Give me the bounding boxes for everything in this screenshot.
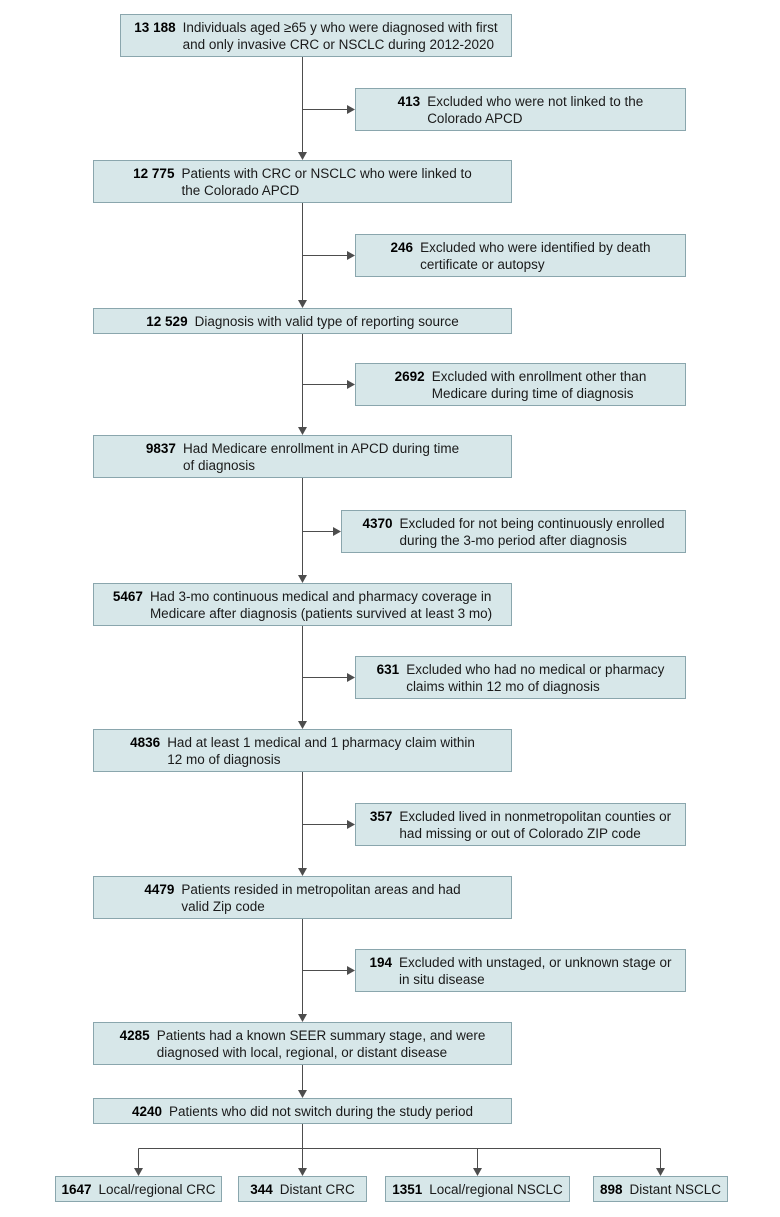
count: 4370 [362,515,393,531]
box-excluded-non-medicare: 2692 Excluded with enrollment other than … [355,363,686,406]
box-known-seer-stage: 4285 Patients had a known SEER summary st… [93,1022,512,1065]
box-outcome-distant-crc: 344 Distant CRC [238,1176,367,1202]
count: 357 [369,808,393,824]
label: Excluded who were not linked to the Colo… [427,93,644,126]
box-excluded-no-claims: 631 Excluded who had no medical or pharma… [355,656,686,699]
count: 9837 [145,440,176,456]
count: 4836 [130,734,161,750]
count: 13 188 [134,19,176,35]
box-excluded-not-linked: 413 Excluded who were not linked to the C… [355,88,686,131]
label: Distant CRC [279,1181,355,1197]
count: 344 [250,1181,273,1197]
count: 4240 [132,1103,163,1119]
label: Patients with CRC or NSCLC who were link… [181,165,472,198]
box-3mo-coverage: 5467 Had 3-mo continuous medical and phar… [93,583,512,626]
label: Excluded who had no medical or pharmacy … [406,661,665,694]
count: 4479 [144,881,175,897]
label: Had 3-mo continuous medical and pharmacy… [149,588,493,621]
box-excluded-death-certificate: 246 Excluded who were identified by death… [355,234,686,277]
count: 5467 [112,588,143,604]
count: 413 [397,93,421,109]
label: Had at least 1 medical and 1 pharmacy cl… [167,734,475,767]
box-valid-reporting-source: 12 529 Diagnosis with valid type of repor… [93,308,512,334]
count: 12 529 [146,313,188,329]
box-metropolitan-valid-zip: 4479 Patients resided in metropolitan are… [93,876,512,919]
box-outcome-local-regional-crc: 1647 Local/regional CRC [55,1176,222,1202]
box-medicare-enrollment: 9837 Had Medicare enrollment in APCD duri… [93,435,512,478]
count: 1647 [61,1181,92,1197]
box-excluded-nonmetropolitan: 357 Excluded lived in nonmetropolitan cou… [355,803,686,846]
label: Excluded who were identified by death ce… [420,239,651,272]
label: Individuals aged ≥65 y who were diagnose… [182,19,498,52]
count: 631 [376,661,400,677]
count: 12 775 [133,165,175,181]
count: 246 [390,239,414,255]
label: Distant NSCLC [629,1181,722,1197]
box-initial-cohort: 13 188 Individuals aged ≥65 y who were di… [120,14,512,57]
label: Diagnosis with valid type of reporting s… [194,313,459,329]
count: 898 [599,1181,623,1197]
box-outcome-distant-nsclc: 898 Distant NSCLC [593,1176,728,1202]
label: Excluded for not being continuously enro… [399,515,665,548]
label: Patients who did not switch during the s… [169,1103,473,1119]
label: Patients had a known SEER summary stage,… [156,1027,486,1060]
label: Excluded with unstaged, or unknown stage… [399,954,672,987]
box-no-switch: 4240 Patients who did not switch during t… [93,1098,512,1124]
label: Excluded lived in nonmetropolitan counti… [399,808,672,841]
count: 194 [369,954,393,970]
count: 4285 [119,1027,150,1043]
box-claims-within-12mo: 4836 Had at least 1 medical and 1 pharmac… [93,729,512,772]
label: Local/regional NSCLC [429,1181,563,1197]
box-excluded-unstaged: 194 Excluded with unstaged, or unknown st… [355,949,686,992]
box-linked-apcd: 12 775 Patients with CRC or NSCLC who wer… [93,160,512,203]
label: Excluded with enrollment other than Medi… [431,368,647,401]
label: Patients resided in metropolitan areas a… [181,881,461,914]
count: 1351 [392,1181,423,1197]
box-outcome-local-regional-nsclc: 1351 Local/regional NSCLC [385,1176,570,1202]
box-excluded-not-continuously-enrolled: 4370 Excluded for not being continuously … [341,510,686,553]
label: Local/regional CRC [98,1181,216,1197]
label: Had Medicare enrollment in APCD during t… [182,440,460,473]
count: 2692 [394,368,425,384]
